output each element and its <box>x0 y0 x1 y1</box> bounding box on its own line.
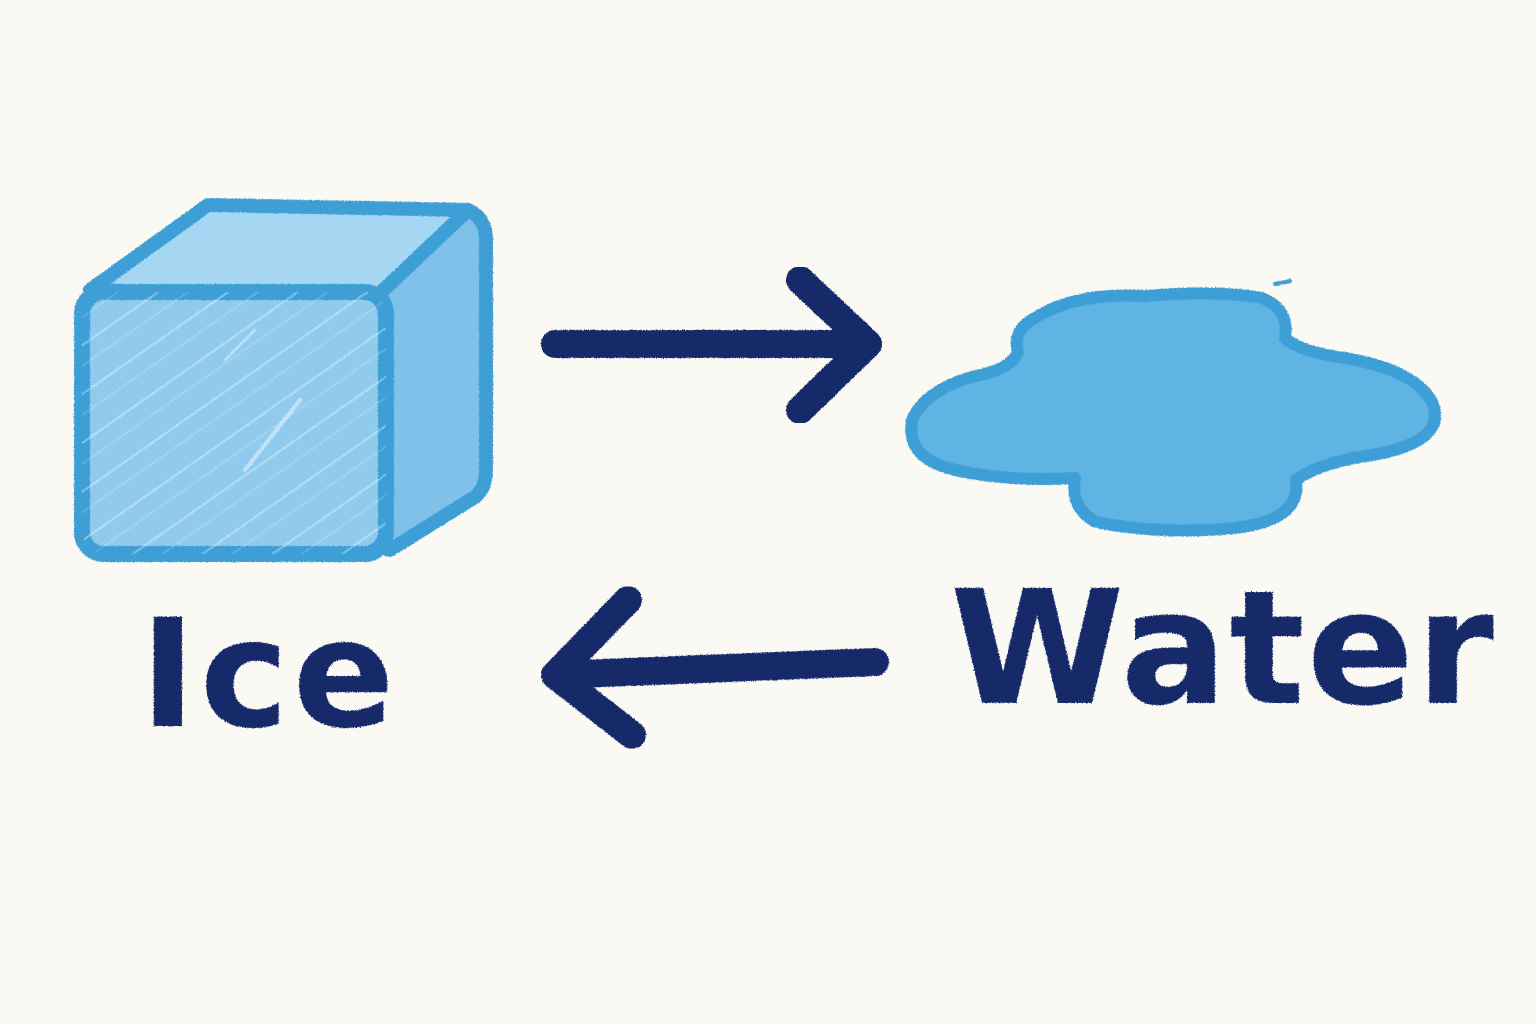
water-label: Water <box>950 557 1496 741</box>
ice-cube-icon <box>74 198 493 562</box>
arrow-water-to-ice <box>541 586 889 749</box>
arrow-ice-to-water <box>541 266 882 424</box>
ice-label: Ice <box>140 588 399 762</box>
water-puddle-icon <box>905 279 1441 537</box>
